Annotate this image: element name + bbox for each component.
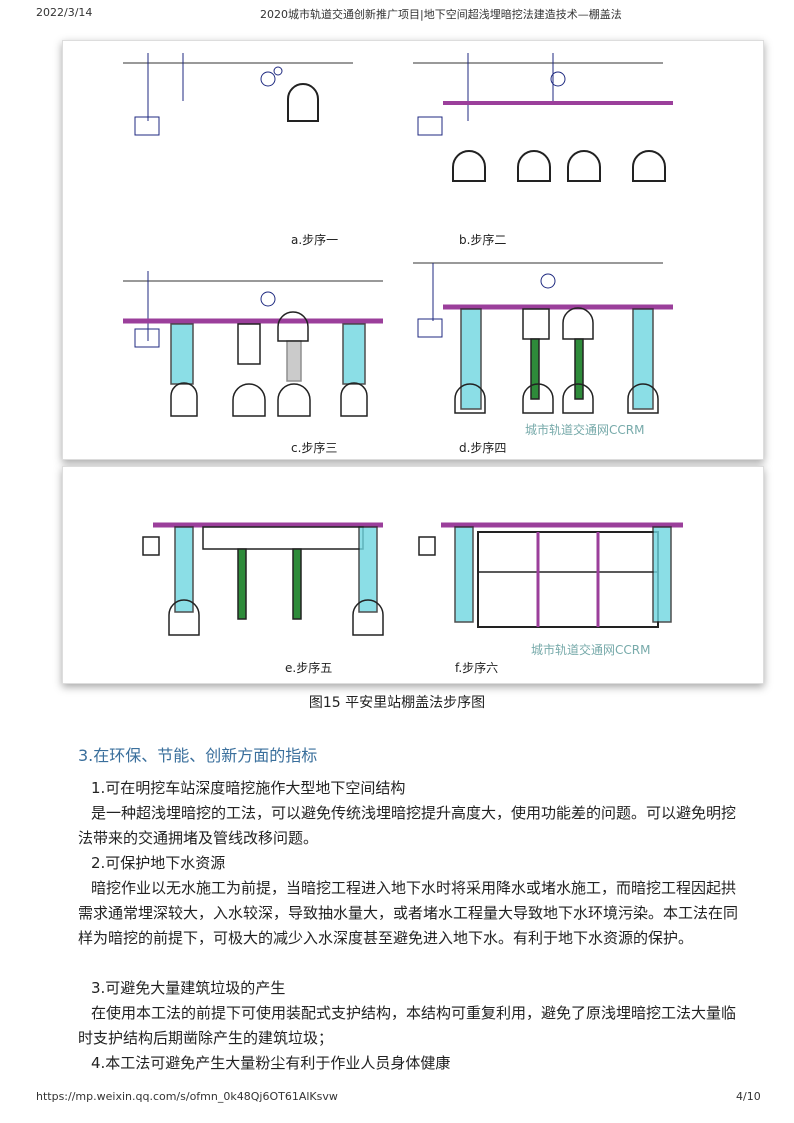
page-number: 4/10	[736, 1090, 761, 1103]
section-title: 3.在环保、节能、创新方面的指标	[78, 746, 318, 765]
item-1-heading: 1.可在明挖车站深度暗挖施作大型地下空间结构	[91, 779, 406, 797]
item-4-heading: 4.本工法可避免产生大量粉尘有利于作业人员身体健康	[91, 1054, 451, 1072]
print-date: 2022/3/14	[36, 6, 93, 19]
figure-panel-bottom: e.步序五 f.步序六 城市轨道交通网CCRM	[62, 466, 764, 684]
caption-step-f: f.步序六	[455, 661, 499, 675]
item-1-body: 是一种超浅埋暗挖的工法，可以避免传统浅埋暗挖提升高度大，使用功能差的问题。可以避…	[78, 804, 737, 847]
item-2-body: 暗挖作业以无水施工为前提，当暗挖工程进入地下水时将采用降水或堵水施工，而暗挖工程…	[78, 879, 739, 947]
print-title: 2020城市轨道交通创新推广项目|地下空间超浅埋暗挖法建造技术—棚盖法	[260, 8, 622, 21]
watermark: 城市轨道交通网CCRM	[531, 643, 651, 657]
figure-title: 图15 平安里站棚盖法步序图	[308, 695, 486, 711]
caption-step-d: d.步序四	[459, 441, 507, 455]
item-3-body: 在使用本工法的前提下可使用装配式支护结构，本结构可重复利用，避免了原浅埋暗挖工法…	[78, 1004, 737, 1047]
caption-step-c: c.步序三	[291, 441, 338, 455]
item-2-heading: 2.可保护地下水资源	[91, 854, 226, 872]
figure-panel-top: a.步序一 b.步序二 c.步序三 d.步序四 城市轨道交通网CCRM	[62, 40, 764, 460]
footer-url: https://mp.weixin.qq.com/s/ofmn_0k48Qj6O…	[36, 1090, 338, 1103]
watermark: 城市轨道交通网CCRM	[525, 423, 645, 437]
item-3-heading: 3.可避免大量建筑垃圾的产生	[91, 979, 286, 997]
caption-step-b: b.步序二	[459, 233, 507, 247]
construction-drawings-a-d	[123, 53, 673, 417]
construction-drawings-e-f	[142, 522, 683, 636]
caption-step-e: e.步序五	[285, 661, 333, 675]
caption-step-a: a.步序一	[291, 233, 339, 247]
